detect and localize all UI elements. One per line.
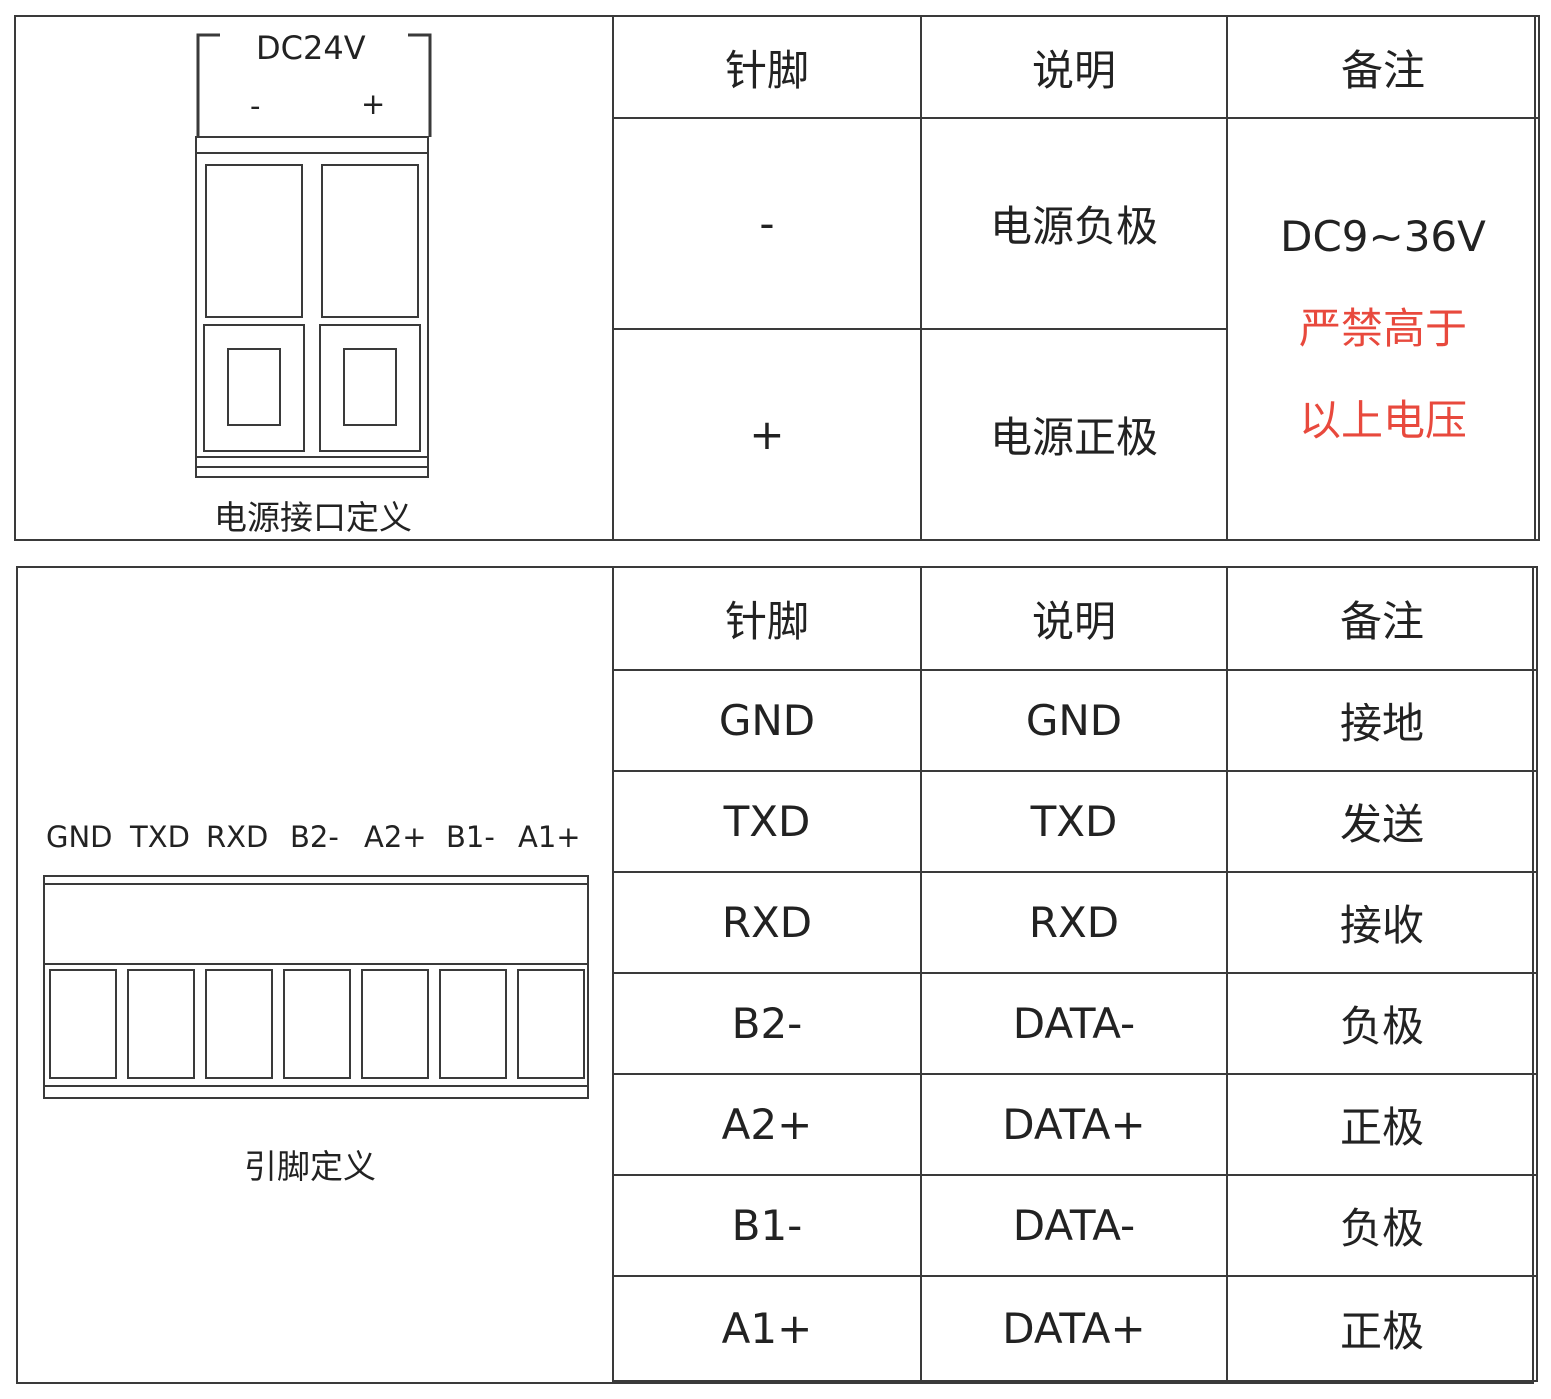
power-terminal-block [195, 136, 429, 478]
description-cell: DATA- [920, 1174, 1228, 1277]
power-pin-table: 针脚 说明 备注 - 电源负极 DC9~36V 严禁高于 以上电压 + 电源正极 [612, 15, 1540, 541]
signal-pin-table: 针脚 说明 备注 GND GND 接地 TXD TXD 发送 RXD RXD 接… [612, 566, 1538, 1382]
header-note: 备注 [1226, 15, 1540, 119]
note-cell: 正极 [1226, 1073, 1538, 1176]
power-connector-diagram: DC24V - + 电源接口定义 [16, 17, 613, 539]
pin-cell: A2+ [612, 1073, 922, 1176]
connector-bracket [196, 33, 432, 137]
description-cell: GND [920, 669, 1228, 772]
note-cell: 接收 [1226, 871, 1538, 974]
description-cell: DATA+ [920, 1275, 1228, 1382]
plus-terminal-label: + [361, 87, 386, 121]
table-header-row: 针脚 说明 备注 [612, 566, 1538, 671]
pin-cell: RXD [612, 871, 922, 974]
table-row: - 电源负极 DC9~36V 严禁高于 以上电压 [612, 117, 1540, 541]
description-cell: DATA- [920, 972, 1228, 1075]
description-cell: RXD [920, 871, 1228, 974]
description-cell: 电源正极 [920, 328, 1228, 541]
voltage-note-cell: DC9~36V 严禁高于 以上电压 [1226, 117, 1540, 541]
pin-cell: TXD [612, 770, 922, 873]
table-row: B1- DATA- 负极 [612, 1174, 1538, 1277]
pin-cell: - [612, 117, 922, 330]
signal-connector-diagram: GND TXD RXD B2- A2+ B1- A1+ 引脚定义 [18, 568, 613, 1382]
table-row: TXD TXD 发送 [612, 770, 1538, 873]
power-interface-caption: 电源接口定义 [214, 498, 412, 537]
voltage-warning-line2: 以上电压 [1298, 396, 1467, 445]
note-cell: 接地 [1226, 669, 1538, 772]
terminal-label: A1+ [518, 820, 581, 854]
power-panel: DC24V - + 电源接口定义 针脚 说明 备注 - 电源负极 [14, 15, 1540, 541]
note-cell: 发送 [1226, 770, 1538, 873]
terminal-label: GND [46, 820, 113, 854]
terminal-label: B2- [290, 820, 339, 854]
minus-terminal-label: - [250, 89, 261, 123]
terminal-labels-row: GND TXD RXD B2- A2+ B1- A1+ [46, 820, 586, 860]
terminal-label: RXD [206, 820, 269, 854]
header-description: 说明 [920, 15, 1228, 119]
table-row: B2- DATA- 负极 [612, 972, 1538, 1075]
voltage-warning-line1: 严禁高于 [1298, 304, 1467, 353]
description-cell: 电源负极 [920, 117, 1228, 330]
header-pin: 针脚 [612, 566, 922, 671]
table-row: RXD RXD 接收 [612, 871, 1538, 974]
note-cell: 负极 [1226, 972, 1538, 1075]
pin-cell: B2- [612, 972, 922, 1075]
terminal-label: B1- [446, 820, 495, 854]
table-header-row: 针脚 说明 备注 [612, 15, 1540, 119]
header-pin: 针脚 [612, 15, 922, 119]
signal-panel: GND TXD RXD B2- A2+ B1- A1+ 引脚定义 针脚 [16, 566, 1538, 1384]
table-row: A1+ DATA+ 正极 [612, 1275, 1538, 1382]
note-cell: 正极 [1226, 1275, 1538, 1382]
table-row: A2+ DATA+ 正极 [612, 1073, 1538, 1176]
note-cell: 负极 [1226, 1174, 1538, 1277]
terminal-label: A2+ [364, 820, 427, 854]
connector-voltage-label: DC24V [256, 29, 366, 67]
header-note: 备注 [1226, 566, 1538, 671]
pin-definition-caption: 引脚定义 [244, 1147, 376, 1186]
terminal-label: TXD [130, 820, 190, 854]
signal-terminal-block [43, 875, 589, 1099]
pin-cell: A1+ [612, 1275, 922, 1382]
pin-cell: B1- [612, 1174, 922, 1277]
header-description: 说明 [920, 566, 1228, 671]
description-cell: TXD [920, 770, 1228, 873]
pin-cell: + [612, 328, 922, 541]
pin-cell: GND [612, 669, 922, 772]
table-row: GND GND 接地 [612, 669, 1538, 772]
description-cell: DATA+ [920, 1073, 1228, 1176]
table-row: + 电源正极 [612, 328, 1539, 541]
voltage-range-text: DC9~36V [1280, 212, 1486, 261]
